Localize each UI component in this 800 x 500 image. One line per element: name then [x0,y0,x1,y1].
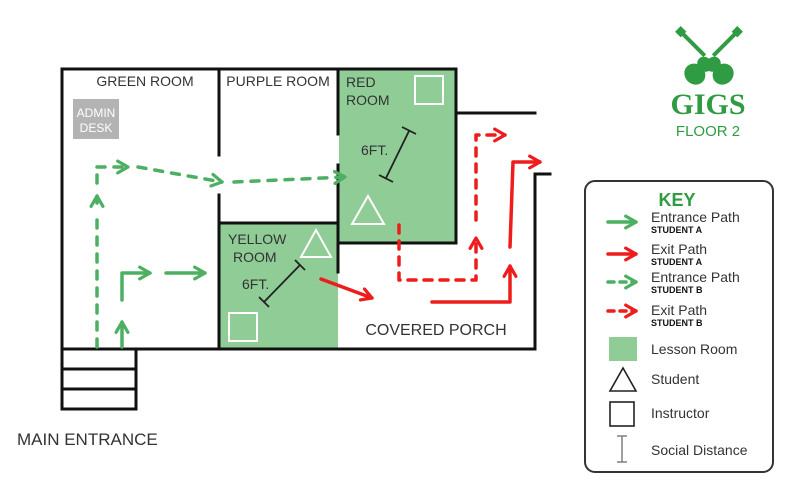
key-label-lesson-room: Lesson Room [651,341,737,357]
key-label-instructor: Instructor [651,405,710,421]
yellow-room-social-distance-icon [258,259,306,308]
red-room-label-line2: ROOM [346,92,390,108]
key-sub-exit-a: STUDENT A [651,257,703,267]
purple-room-label: PURPLE ROOM [226,73,329,89]
red-room-instructor-icon [414,75,444,105]
key-item-social-distance: Social Distance [617,435,748,463]
covered-porch-label: COVERED PORCH [365,322,506,339]
key-item-entrance-b: Entrance Path STUDENT B [606,269,740,295]
key-item-entrance-a: Entrance Path STUDENT A [606,209,740,235]
brand-name: GIGS [670,88,745,121]
key-item-lesson-room: Lesson Room [609,337,737,361]
main-entrance-label: MAIN ENTRANCE [17,430,158,449]
key-label-student: Student [651,371,699,387]
entrance-path-student-a [122,273,207,349]
key-item-student: Student [608,366,699,392]
key-label-exit-a: Exit Path [651,241,707,257]
exit-path-student-a [319,162,542,304]
key-label-exit-b: Exit Path [651,302,707,318]
lesson-room-swatch-icon [609,337,637,361]
admin-desk-label-line2: DESK [80,121,113,135]
yellow-room-student-icon [299,227,333,258]
crossed-guitars-icon [675,26,743,85]
social-distance-icon [617,435,627,463]
yellow-room-instructor-icon [228,312,258,342]
key-label-entrance-a: Entrance Path [651,209,740,225]
red-room-social-distance-icon [378,126,417,183]
yellow-room-label-line2: ROOM [233,249,277,265]
green-room-label: GREEN ROOM [96,73,193,89]
red-room-distance-label: 6FT. [361,142,388,158]
yellow-room-distance-label: 6FT. [242,276,269,292]
key-item-instructor: Instructor [609,401,710,427]
key-label-social-distance: Social Distance [651,442,748,458]
key-title: KEY [658,190,695,210]
key-item-exit-a: Exit Path STUDENT A [606,241,707,267]
admin-desk [73,99,119,139]
admin-desk-label-line1: ADMIN [77,106,116,120]
yellow-room-label-line1: YELLOW [228,231,287,247]
key-label-entrance-b: Entrance Path [651,269,740,285]
brand-floor: FLOOR 2 [676,123,740,140]
key-item-exit-b: Exit Path STUDENT B [606,302,707,328]
entrance-path-student-b [97,167,347,349]
red-room-student-icon [350,193,386,225]
key-sub-exit-b: STUDENT B [651,318,703,328]
square-instructor-icon [609,401,635,427]
walls [60,67,552,411]
key-sub-entrance-b: STUDENT B [651,285,703,295]
key-sub-entrance-a: STUDENT A [651,225,703,235]
red-room-label-line1: RED [346,74,376,90]
triangle-student-icon [608,366,638,392]
exit-path-student-b [397,135,507,282]
